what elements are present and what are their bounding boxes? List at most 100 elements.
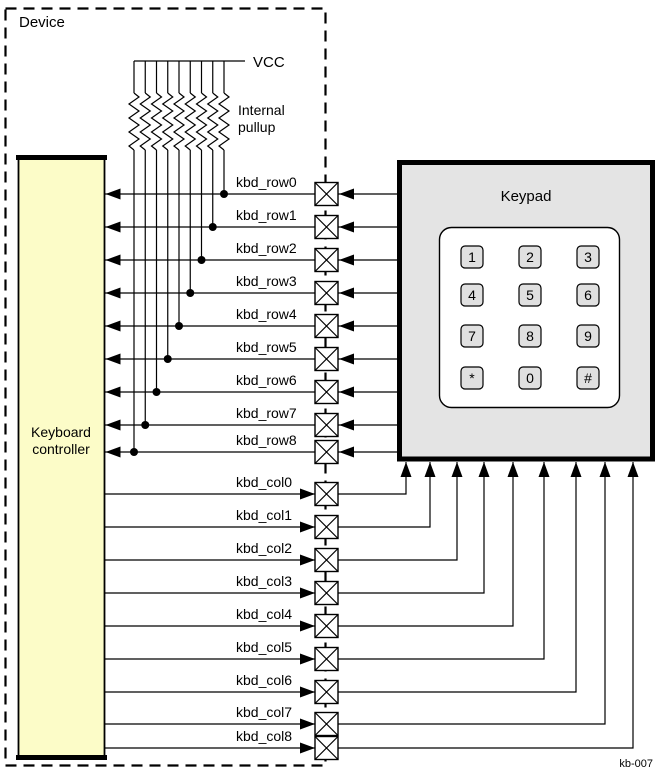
pad-diag (314, 482, 339, 506)
arrow-into-controller (105, 287, 121, 299)
arrow-into-pad (339, 419, 354, 431)
pullup-resistor (172, 92, 186, 151)
junction-dot (186, 289, 195, 297)
col-wire (338, 462, 577, 693)
arrow-into-controller (105, 221, 121, 233)
pad-diag (314, 182, 339, 206)
key-label: 4 (468, 287, 476, 303)
signal-label: kbd_row1 (236, 207, 297, 223)
arrow-into-pad (300, 488, 315, 500)
arrow-into-controller (105, 386, 121, 398)
io-pad-kbd_row7 (314, 412, 339, 438)
io-pad-kbd_col1 (314, 514, 339, 540)
key-face (460, 366, 484, 390)
pullup-resistor (161, 92, 174, 151)
arrow-into-keypad (400, 462, 412, 477)
col-signal-channels: kbd_col0kbd_col1kbd_col2kbd_col3kbd_col4… (105, 462, 639, 761)
pullup-rail-kbd_row8 (127, 61, 141, 452)
pullup-resistor (195, 92, 208, 151)
io-pad-kbd_row6 (314, 379, 339, 405)
vcc-label: VCC (253, 54, 285, 71)
pullup-rail-kbd_row3 (184, 61, 197, 293)
row-channel-kbd_row6: kbd_row6 (105, 372, 400, 405)
arrow-into-pad (339, 287, 354, 299)
controller-label-line2: controller (32, 441, 90, 457)
arrow-into-pad (339, 446, 354, 458)
keypad-key-1: 1 (460, 245, 484, 269)
arrow-into-keypad (599, 462, 611, 477)
col-channel-kbd_col5: kbd_col5 (105, 462, 550, 672)
pullup-resistor (127, 92, 141, 151)
key-label: 3 (584, 249, 592, 265)
keypad-key-2: 2 (518, 245, 542, 269)
key-face (518, 245, 542, 269)
junction-dot (141, 421, 150, 429)
col-wire (338, 462, 431, 528)
arrow-into-controller (105, 419, 121, 431)
signal-label: kbd_col2 (236, 540, 292, 556)
col-wire (338, 462, 407, 495)
pad-diag (314, 248, 339, 272)
signal-label: kbd_row0 (236, 174, 297, 190)
io-pad-kbd_col5 (314, 646, 339, 672)
col-wire (338, 462, 485, 594)
key-label: * (469, 370, 475, 386)
io-pad-kbd_col7 (314, 711, 339, 737)
pullup-label-line2: pullup (238, 119, 276, 135)
io-pad-kbd_col3 (314, 580, 339, 606)
row-channel-kbd_row3: kbd_row3 (105, 273, 400, 306)
arrow-into-keypad (478, 462, 490, 477)
arrow-into-pad (339, 386, 354, 398)
signal-label: kbd_row7 (236, 405, 297, 421)
pad-diag (314, 647, 339, 671)
pullup-rail-kbd_row2 (195, 61, 208, 260)
keypad-panel (438, 226, 621, 409)
key-face (460, 324, 484, 348)
arrow-into-controller (105, 353, 121, 365)
keypad-key-7: 7 (460, 324, 484, 348)
row-channel-kbd_row0: kbd_row0 (105, 174, 400, 207)
key-face (576, 245, 600, 269)
row-channel-kbd_row7: kbd_row7 (105, 405, 400, 438)
pad-diag (314, 680, 339, 704)
col-channel-kbd_col7: kbd_col7 (105, 462, 611, 737)
key-face (576, 366, 600, 390)
signal-label: kbd_col8 (236, 728, 292, 744)
pullup-resistor (139, 92, 152, 151)
junction-dot (220, 190, 228, 198)
arrow-into-pad (339, 221, 354, 233)
pad-diag (314, 712, 339, 736)
signal-label: kbd_row4 (236, 306, 297, 322)
signal-label: kbd_col7 (236, 704, 292, 720)
keypad-key-5: 5 (518, 283, 542, 307)
key-face (460, 245, 484, 269)
signal-label: kbd_row8 (236, 432, 297, 448)
junction-dot (163, 355, 172, 363)
keypad-key-0: 0 (518, 366, 542, 390)
io-pad-kbd_col8 (314, 735, 339, 761)
arrow-into-pad (339, 254, 354, 266)
arrow-into-pad (339, 320, 354, 332)
signal-label: kbd_row5 (236, 339, 297, 355)
key-face (518, 283, 542, 307)
row-signal-channels: kbd_row0kbd_row1kbd_row2kbd_row3kbd_row4… (105, 174, 400, 465)
keypad-key-9: 9 (576, 324, 600, 348)
device-label: Device (19, 14, 65, 31)
junction-dot (130, 448, 138, 456)
pullup-resistor (217, 92, 231, 151)
arrow-into-pad (300, 554, 315, 566)
keyboard-controller-block (17, 155, 106, 759)
key-face (576, 324, 600, 348)
pad-diag (314, 347, 339, 371)
col-channel-kbd_col1: kbd_col1 (105, 462, 436, 540)
arrow-into-pad (300, 587, 315, 599)
pullup-rail-kbd_row0 (217, 61, 231, 194)
key-label: 9 (584, 328, 592, 344)
io-pad-kbd_row0 (314, 181, 339, 207)
keypad-key-*: * (460, 366, 484, 390)
pad-diag (314, 515, 339, 539)
row-channel-kbd_row4: kbd_row4 (105, 306, 400, 339)
pullup-rail-kbd_row5 (161, 61, 174, 359)
